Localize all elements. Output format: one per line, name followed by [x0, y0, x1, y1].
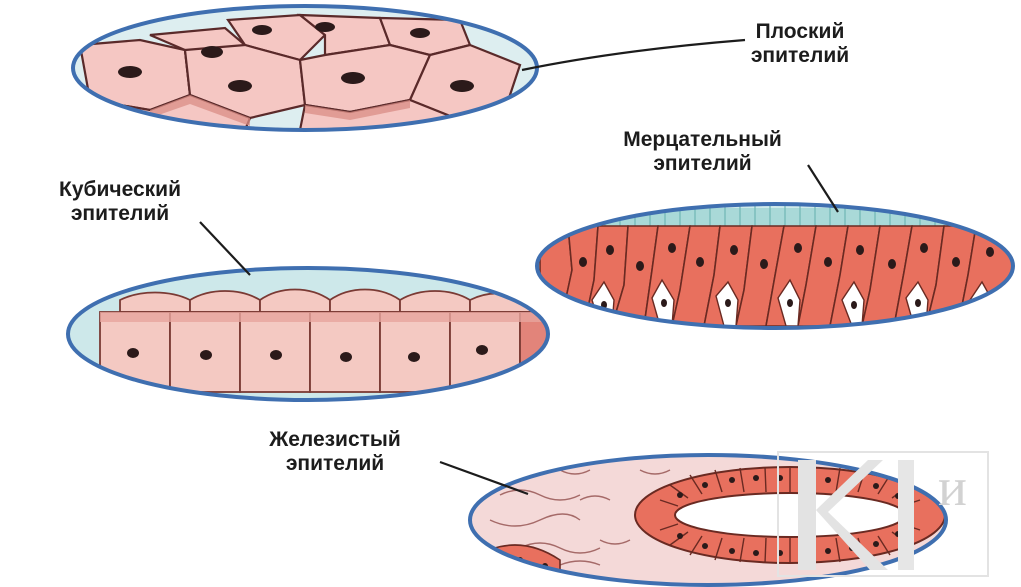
watermark-letter: и	[938, 456, 967, 518]
label-flat-line2: эпителий	[700, 44, 900, 68]
flat-epithelium-illustration	[73, 6, 537, 130]
label-cubic-line2: эпителий	[5, 202, 235, 226]
ciliated-epithelium-illustration	[530, 204, 1020, 328]
watermark-logo: и	[748, 450, 998, 580]
label-flat-epithelium: Плоский эпителий	[700, 20, 900, 68]
label-glandular-line1: Железистый	[215, 428, 455, 452]
label-glandular-line2: эпителий	[215, 452, 455, 476]
label-cubic-line1: Кубический	[5, 178, 235, 202]
cubic-epithelium-illustration	[68, 268, 560, 400]
label-flat-line1: Плоский	[700, 20, 900, 44]
label-ciliated-line1: Мерцательный	[565, 128, 840, 152]
leader-line-cubic	[200, 222, 250, 275]
label-ciliated-line2: эпителий	[565, 152, 840, 176]
label-cubic-epithelium: Кубический эпителий	[5, 178, 235, 226]
label-glandular-epithelium: Железистый эпителий	[215, 428, 455, 476]
label-ciliated-epithelium: Мерцательный эпителий	[565, 128, 840, 176]
